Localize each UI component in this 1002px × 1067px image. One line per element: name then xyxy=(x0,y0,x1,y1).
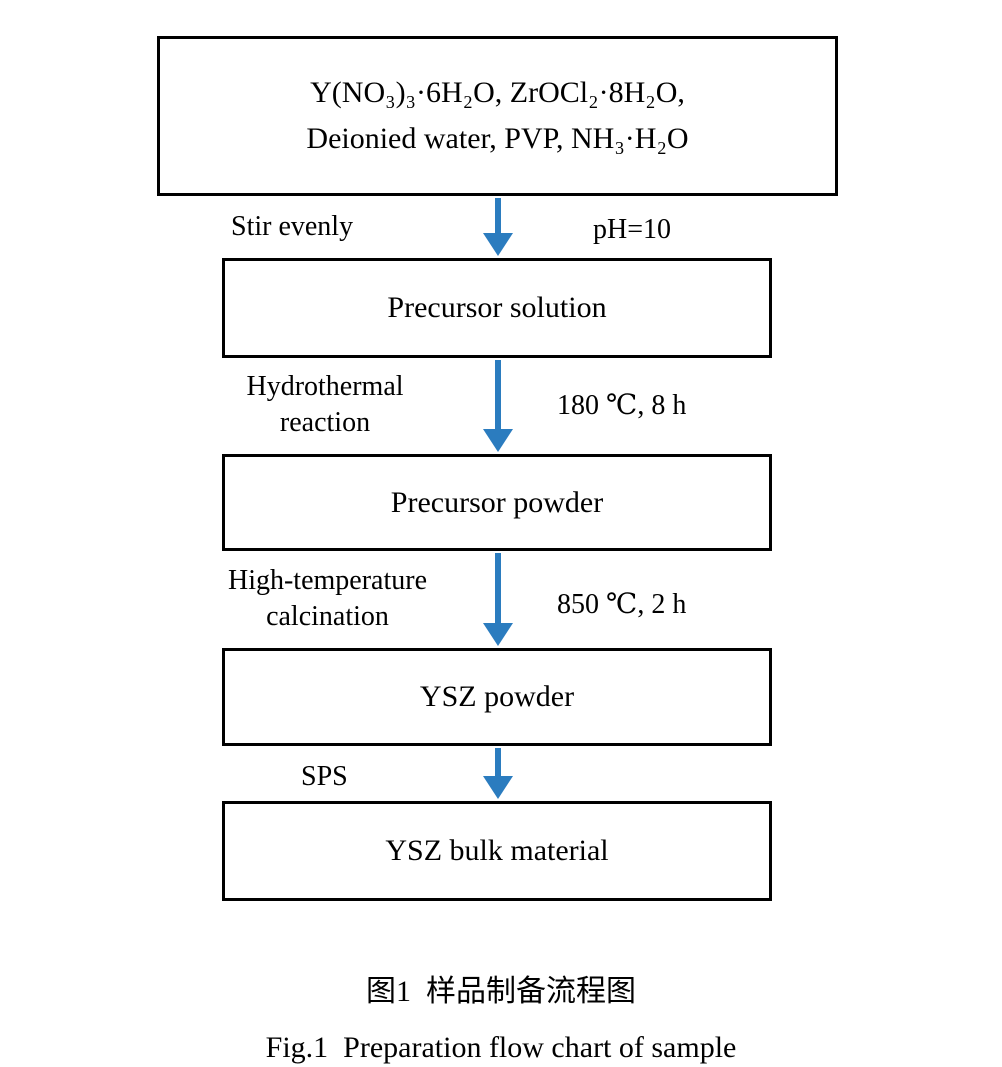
arrow-head xyxy=(483,776,513,799)
step3-left-line-1: High-temperature xyxy=(227,565,428,596)
arrow-head xyxy=(483,233,513,256)
down-arrow-icon xyxy=(483,553,513,646)
arrow-head xyxy=(483,429,513,452)
step1-left-label: Stir evenly xyxy=(231,211,354,242)
box-ysz-powder: YSZ powder xyxy=(222,648,772,746)
step2-left-label: Hydrothermal reaction xyxy=(175,369,475,441)
down-arrow-icon xyxy=(483,748,513,799)
reagents-line-1: Y(NO₃)₃·6H₂O, ZrOCl₂·8H₂O, xyxy=(310,76,685,109)
step1-right-label: pH=10 xyxy=(593,214,672,245)
precursor-powder-label: Precursor powder xyxy=(390,485,604,519)
down-arrow-icon xyxy=(483,360,513,452)
step3-left-label: High-temperature calcination xyxy=(150,563,505,635)
arrow-stem xyxy=(495,553,501,623)
ysz-bulk-material-label: YSZ bulk material xyxy=(385,834,609,867)
figure-caption-english: Fig.1 Preparation flow chart of sample xyxy=(265,1031,737,1064)
box-precursor-solution: Precursor solution xyxy=(222,258,772,358)
precursor-solution-label: Precursor solution xyxy=(387,291,607,324)
arrow-stem xyxy=(495,360,501,429)
step2-right-label: 180 ℃, 8 h xyxy=(557,390,687,421)
step4-left-label: SPS xyxy=(301,761,348,792)
box-ysz-bulk-material: YSZ bulk material xyxy=(222,801,772,901)
reagents-line-2: Deionied water, PVP, NH₃·H₂O xyxy=(306,122,689,155)
arrow-stem xyxy=(495,198,501,233)
step3-right-label: 850 ℃, 2 h xyxy=(557,589,687,620)
box-precursor-powder: Precursor powder xyxy=(222,454,772,551)
step2-left-line-2: reaction xyxy=(279,407,371,438)
step3-left-line-2: calcination xyxy=(266,601,389,632)
down-arrow-icon xyxy=(483,198,513,256)
box-reagents: Y(NO₃)₃·6H₂O, ZrOCl₂·8H₂O, Deionied wate… xyxy=(157,36,838,196)
arrow-head xyxy=(483,623,513,646)
step2-left-line-1: Hydrothermal xyxy=(246,371,404,402)
arrow-stem xyxy=(495,748,501,776)
figure-caption-chinese: 图1 样品制备流程图 xyxy=(366,975,636,1008)
ysz-powder-label: YSZ powder xyxy=(419,680,575,713)
